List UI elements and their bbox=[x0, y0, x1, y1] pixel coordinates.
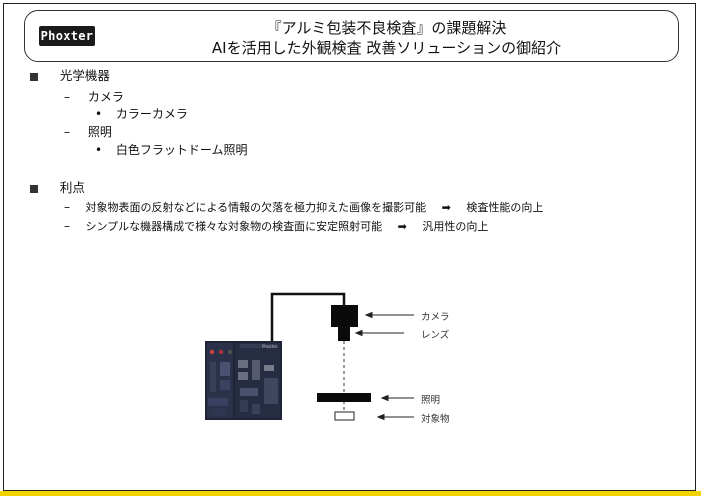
arrow-head-icon bbox=[354, 329, 363, 337]
benefit-item-1: – 対象物表面の反射などによる情報の欠落を極力抑えた画像を撮影可能 ➡ 検査性能… bbox=[64, 200, 543, 215]
page-title-line-2: AIを活用した外観検査 改善ソリューションの御紹介 bbox=[211, 39, 562, 57]
square-bullet-icon bbox=[30, 184, 38, 193]
slide-frame bbox=[3, 3, 696, 491]
benefit-text: 対象物表面の反射などによる情報の欠落を極力抑えた画像を撮影可能 bbox=[85, 201, 427, 214]
section-heading-optics: 光学機器 bbox=[30, 69, 110, 83]
list-item-label: カメラ bbox=[87, 90, 124, 104]
controller-brand-label: Phoxter bbox=[262, 344, 278, 349]
dash-marker: – bbox=[64, 219, 70, 233]
list-item-lighting: – 照明 bbox=[64, 125, 112, 139]
dash-marker: – bbox=[64, 90, 70, 104]
list-item-label: 照明 bbox=[87, 125, 112, 139]
sub-item-label: 白色フラットドーム照明 bbox=[115, 143, 248, 157]
phoxter-logo: Phoxter bbox=[39, 26, 95, 46]
arrow-head-icon bbox=[364, 311, 373, 319]
bottom-accent-bar bbox=[0, 491, 701, 496]
dash-marker: – bbox=[64, 200, 70, 214]
label-light: 照明 bbox=[421, 395, 441, 406]
arrow-head-icon bbox=[380, 394, 389, 402]
benefit-text: シンプルな機器構成で様々な対象物の検査面に安定照射可能 bbox=[85, 220, 383, 233]
sub-item-label: カラーカメラ bbox=[115, 107, 188, 121]
label-target: 対象物 bbox=[421, 414, 450, 425]
section-heading-text: 利点 bbox=[59, 180, 85, 195]
benefit-result: 検査性能の向上 bbox=[466, 201, 544, 214]
label-camera: カメラ bbox=[421, 312, 450, 323]
dot-marker: • bbox=[95, 143, 103, 157]
list-item-camera: – カメラ bbox=[64, 90, 124, 104]
label-lens: レンズ bbox=[421, 330, 450, 341]
camera-body bbox=[331, 305, 358, 327]
arrow-head-icon bbox=[376, 413, 385, 421]
square-bullet-icon bbox=[30, 72, 38, 81]
dome-light-bar bbox=[317, 393, 371, 402]
sub-item-dome-light: • 白色フラットドーム照明 bbox=[95, 143, 248, 157]
right-arrow-icon: ➡ bbox=[397, 220, 407, 233]
target-object bbox=[334, 411, 355, 421]
right-arrow-icon: ➡ bbox=[441, 201, 451, 214]
section-heading-text: 光学機器 bbox=[59, 68, 110, 83]
title-box: Phoxter 『アルミ包装不良検査』の課題解決 AIを活用した外観検査 改善ソ… bbox=[24, 10, 679, 62]
dot-marker: • bbox=[95, 107, 103, 121]
section-heading-benefits: 利点 bbox=[30, 181, 85, 195]
benefit-result: 汎用性の向上 bbox=[422, 220, 489, 233]
lens bbox=[338, 327, 350, 341]
benefit-item-2: – シンプルな機器構成で様々な対象物の検査面に安定照射可能 ➡ 汎用性の向上 bbox=[64, 219, 488, 234]
sub-item-color-camera: • カラーカメラ bbox=[95, 107, 188, 121]
dash-marker: – bbox=[64, 125, 70, 139]
controller-unit-image bbox=[205, 341, 282, 420]
page-title-line-1: 『アルミ包装不良検査』の課題解決 bbox=[266, 19, 507, 37]
controller-cable bbox=[270, 292, 346, 342]
